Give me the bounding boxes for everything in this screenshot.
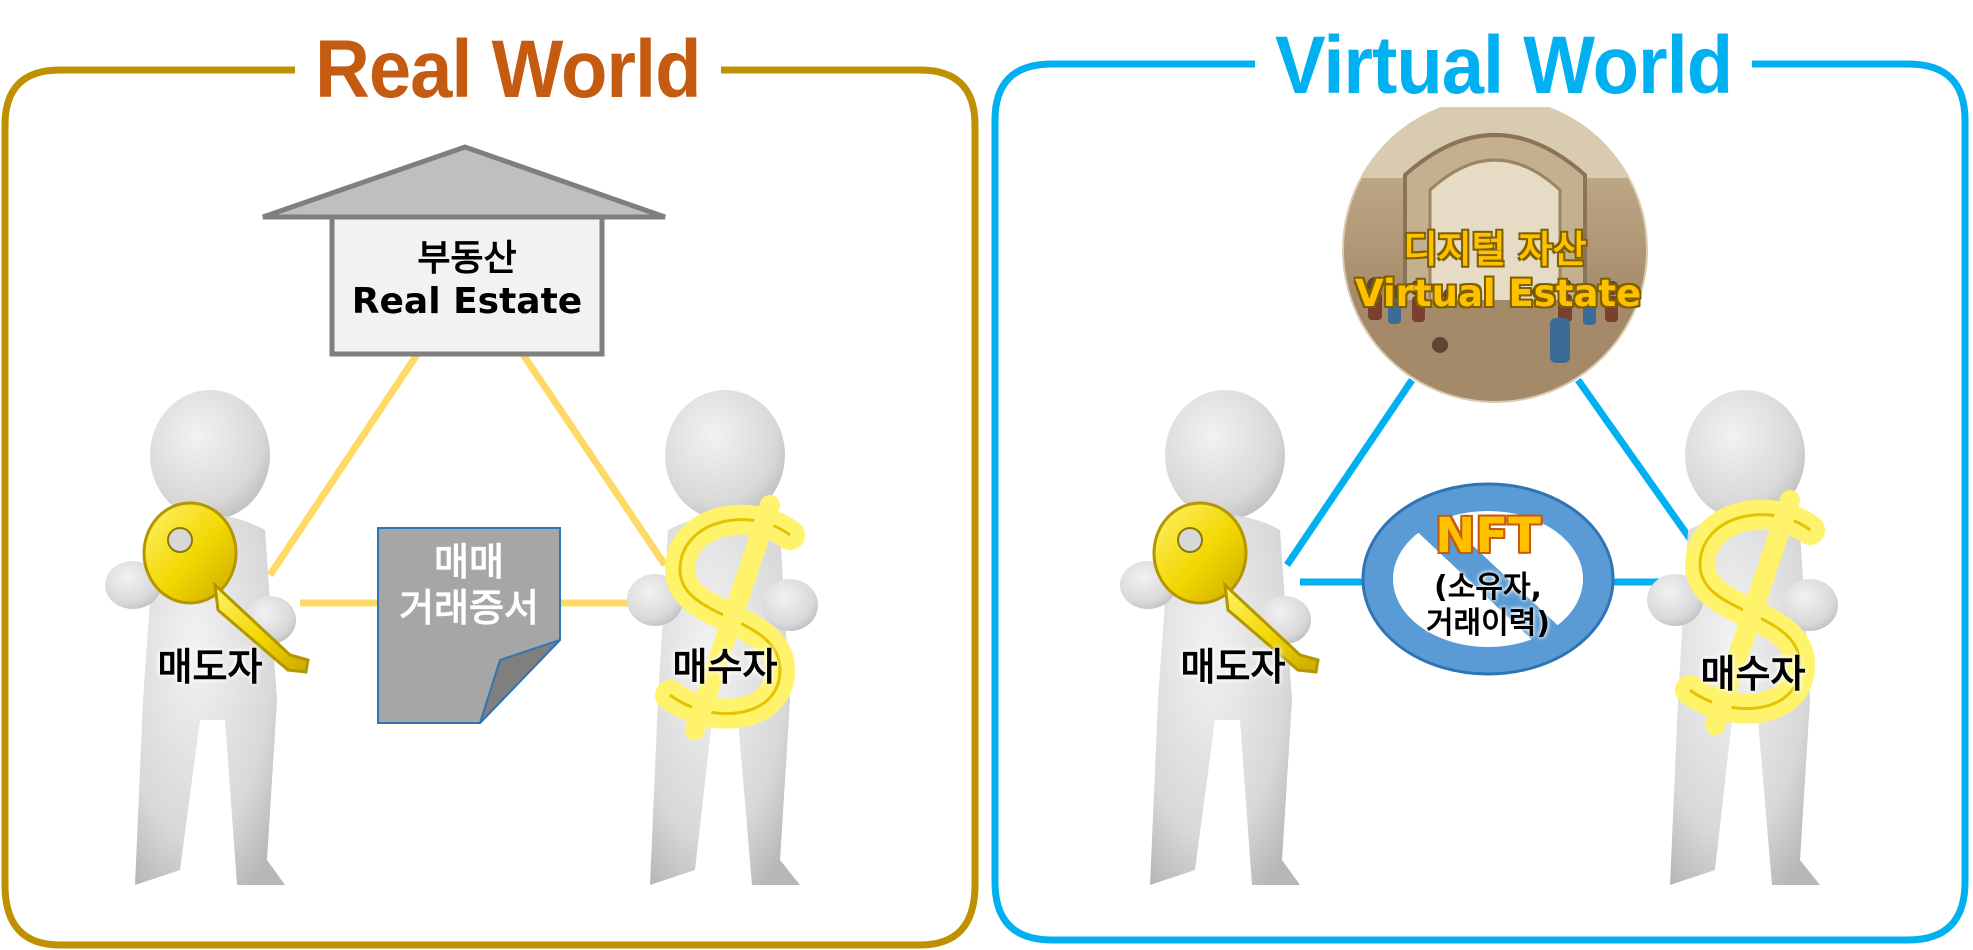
document-label-line1: 매매	[434, 540, 504, 584]
real-seller-label: 매도자	[157, 645, 263, 689]
document-icon	[377, 527, 561, 724]
virtual-world-title: Virtual World	[1255, 24, 1753, 108]
nft-sub-label: (소유자, 거래이력)	[1388, 570, 1588, 642]
virtual-seller-label: 매도자	[1180, 645, 1286, 689]
document-label: 매매 거래증서	[378, 540, 560, 631]
person-icon-seller-real	[105, 390, 296, 885]
real-buyer-label: 매수자	[672, 645, 778, 689]
real-asset-label-ko: 부동산	[417, 238, 517, 279]
real-world-frame	[1, 66, 979, 949]
document-label-line2: 거래증서	[399, 585, 539, 630]
real-world-title: Real World	[295, 28, 721, 112]
nft-sub-line2: 거래이력)	[1425, 606, 1551, 641]
virtual-asset-label-ko: 디지털 자산	[1403, 228, 1587, 271]
real-asset-label: 부동산 Real Estate	[332, 237, 602, 323]
house-icon	[262, 144, 666, 357]
nft-label: NFT	[1435, 508, 1541, 564]
virtual-buyer-label: 매수자	[1700, 652, 1806, 696]
virtual-world-frame	[991, 60, 1969, 944]
virtual-asset-label-en: Virtual Estate	[1355, 272, 1642, 316]
key-icon-virtual	[1152, 501, 1320, 674]
nft-sub-line1: (소유자,	[1434, 570, 1542, 605]
real-asset-label-en: Real Estate	[351, 281, 583, 323]
dollar-icon-real	[655, 495, 805, 740]
key-icon-real	[142, 501, 310, 674]
nft-badge-icon	[1361, 482, 1615, 676]
dollar-icon-virtual	[1675, 490, 1825, 735]
virtual-asset-label: 디지털 자산 Virtual Estate	[1355, 228, 1642, 317]
person-icon-seller-virtual	[1120, 390, 1311, 885]
